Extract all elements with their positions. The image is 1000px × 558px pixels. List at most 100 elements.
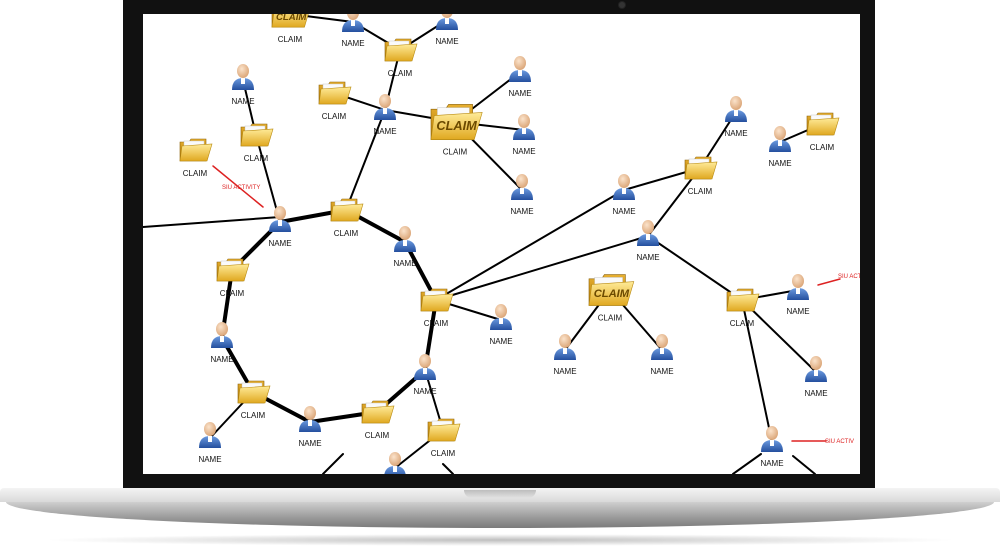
person-icon	[414, 354, 436, 380]
claim-folder-node[interactable]: CLAIM	[726, 288, 760, 328]
person-icon	[725, 96, 747, 122]
person-icon	[805, 356, 827, 382]
person-icon	[509, 56, 531, 82]
graph-edge	[345, 109, 386, 211]
person-icon	[199, 422, 221, 448]
node-label: CLAIM	[424, 319, 449, 328]
folder-icon	[240, 123, 274, 147]
node-label: CLAIM	[278, 35, 303, 44]
node-label: NAME	[489, 337, 512, 346]
node-label: CLAIM	[241, 411, 266, 420]
claim-folder-node[interactable]: CLAIM	[384, 38, 418, 78]
node-label: CLAIM	[183, 169, 208, 178]
person-node[interactable]: NAME	[786, 274, 810, 316]
laptop-base-body	[6, 502, 994, 528]
person-node[interactable]: NAME	[268, 206, 292, 248]
folder-icon	[179, 138, 213, 162]
person-node[interactable]: NAME	[612, 174, 636, 216]
person-node[interactable]: NAME	[804, 356, 828, 398]
person-icon	[490, 304, 512, 330]
graph-edge	[741, 299, 817, 373]
claim-folder-node[interactable]: CLAIM	[684, 156, 718, 196]
person-node[interactable]: NAME	[210, 322, 234, 364]
claim-folder-node[interactable]: CLAIM	[179, 138, 213, 178]
graph-edge	[435, 189, 625, 301]
folder-icon	[430, 104, 483, 140]
person-icon	[299, 406, 321, 432]
graph-edge	[322, 453, 344, 474]
person-node[interactable]: NAME	[508, 56, 532, 98]
graph-edge	[435, 235, 649, 301]
node-label: CLAIM	[598, 313, 623, 322]
claim-folder-node[interactable]: CLAIM	[427, 418, 461, 458]
node-label: NAME	[341, 39, 364, 48]
person-icon	[374, 94, 396, 120]
person-icon	[394, 226, 416, 252]
claim-folder-node[interactable]: CLAIM	[361, 400, 395, 440]
folder-icon	[271, 14, 309, 28]
node-label: NAME	[724, 129, 747, 138]
siu-activity-label: SIU ACTIVITY	[222, 185, 260, 191]
person-icon	[613, 174, 635, 200]
graph-nodes: NAME CLAIM CLAIM NAME CLAIM NAME NAME CLAIM NAME…	[179, 14, 840, 474]
person-node[interactable]: NAME	[435, 14, 459, 46]
claim-folder-node[interactable]: CLAIM	[318, 81, 352, 121]
person-icon	[637, 220, 659, 246]
node-label: CLAIM	[365, 431, 390, 440]
claim-folder-node[interactable]: CLAIM	[240, 123, 274, 163]
person-node[interactable]: NAME	[768, 126, 792, 168]
node-label: CLAIM	[388, 69, 413, 78]
person-node[interactable]: NAME	[650, 334, 674, 376]
person-icon	[513, 114, 535, 140]
person-node[interactable]: NAME	[510, 174, 534, 216]
node-label: CLAIM	[322, 112, 347, 121]
folder-claim-text: CLAIM	[276, 14, 307, 23]
person-icon	[761, 426, 783, 452]
claim-folder-node[interactable]: CLAIM	[216, 258, 250, 298]
claim-folder-node[interactable]: CLAIM	[420, 288, 454, 328]
node-label: NAME	[210, 355, 233, 364]
node-label: NAME	[786, 307, 809, 316]
node-label: NAME	[760, 459, 783, 468]
claim-folder-node[interactable]: CLAIM	[237, 380, 271, 420]
folder-icon	[420, 288, 454, 312]
laptop-base	[0, 488, 1000, 538]
graph-edge	[442, 463, 454, 474]
node-label: NAME	[768, 159, 791, 168]
node-label: NAME	[268, 239, 291, 248]
person-node[interactable]: NAME	[298, 406, 322, 448]
graph-edge	[647, 167, 701, 237]
folder-icon	[588, 274, 635, 306]
node-label: CLAIM	[334, 229, 359, 238]
person-node[interactable]: NAME	[724, 96, 748, 138]
folder-icon	[216, 258, 250, 282]
node-label: NAME	[636, 253, 659, 262]
person-icon	[651, 334, 673, 360]
claim-folder-node[interactable]: CLAIM	[330, 198, 364, 238]
person-node[interactable]: NAME	[489, 304, 513, 346]
node-label: NAME	[198, 455, 221, 464]
person-node[interactable]: NAME	[553, 334, 577, 376]
person-node[interactable]: NAME	[393, 226, 417, 268]
person-node[interactable]: NAME	[512, 114, 536, 156]
claim-folder-node-large[interactable]: CLAIM CLAIM	[271, 14, 310, 44]
person-node[interactable]: NAME	[413, 354, 437, 396]
person-node[interactable]: NAME	[373, 94, 397, 136]
node-label: CLAIM	[810, 143, 835, 152]
claim-folder-node[interactable]: CLAIM	[806, 112, 840, 152]
siu-activity-edge	[817, 278, 841, 286]
person-node[interactable]: NAME	[231, 64, 255, 106]
person-node[interactable]: NAME	[760, 426, 784, 468]
person-node[interactable]: NAME	[636, 220, 660, 262]
person-node[interactable]: NAME	[383, 452, 406, 474]
person-node[interactable]: NAME	[341, 14, 365, 48]
person-icon	[211, 322, 233, 348]
person-node[interactable]: NAME	[198, 422, 222, 464]
node-label: NAME	[512, 147, 535, 156]
folder-icon	[806, 112, 840, 136]
person-icon	[787, 274, 809, 300]
node-label: NAME	[508, 89, 531, 98]
